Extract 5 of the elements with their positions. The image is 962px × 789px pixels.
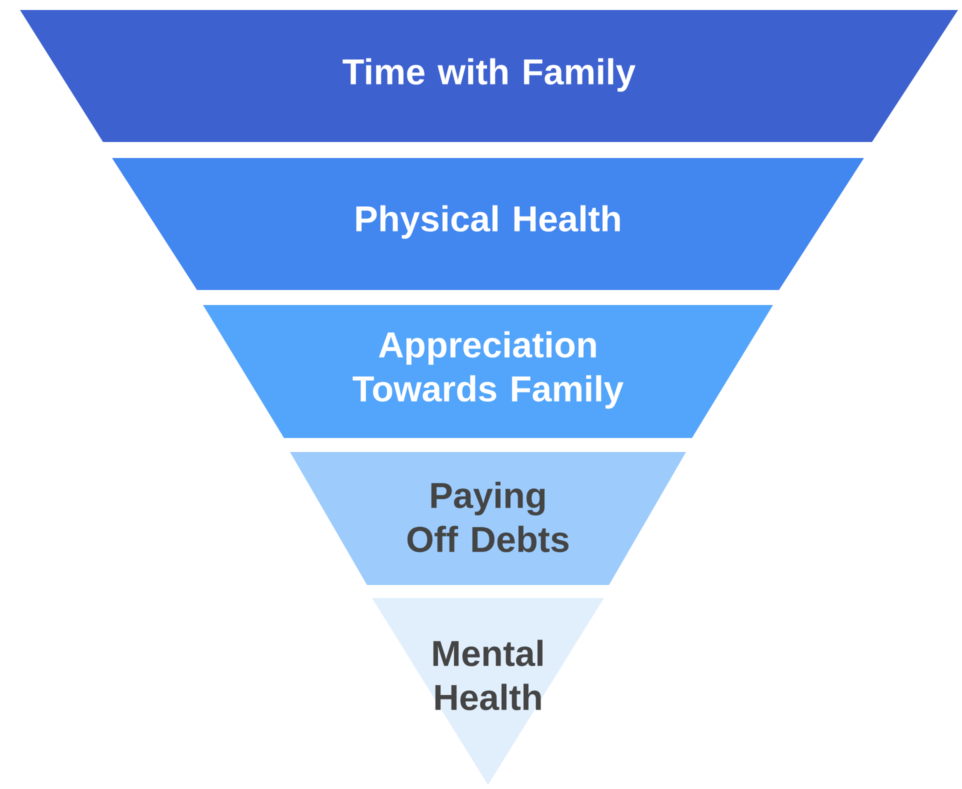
funnel-band: Physical Health [112, 158, 864, 290]
funnel-band: Paying Off Debts [290, 452, 686, 585]
funnel-band: Mental Health [372, 598, 604, 785]
funnel-band: Time with Family [20, 10, 958, 142]
funnel-band: Appreciation Towards Family [203, 305, 773, 438]
